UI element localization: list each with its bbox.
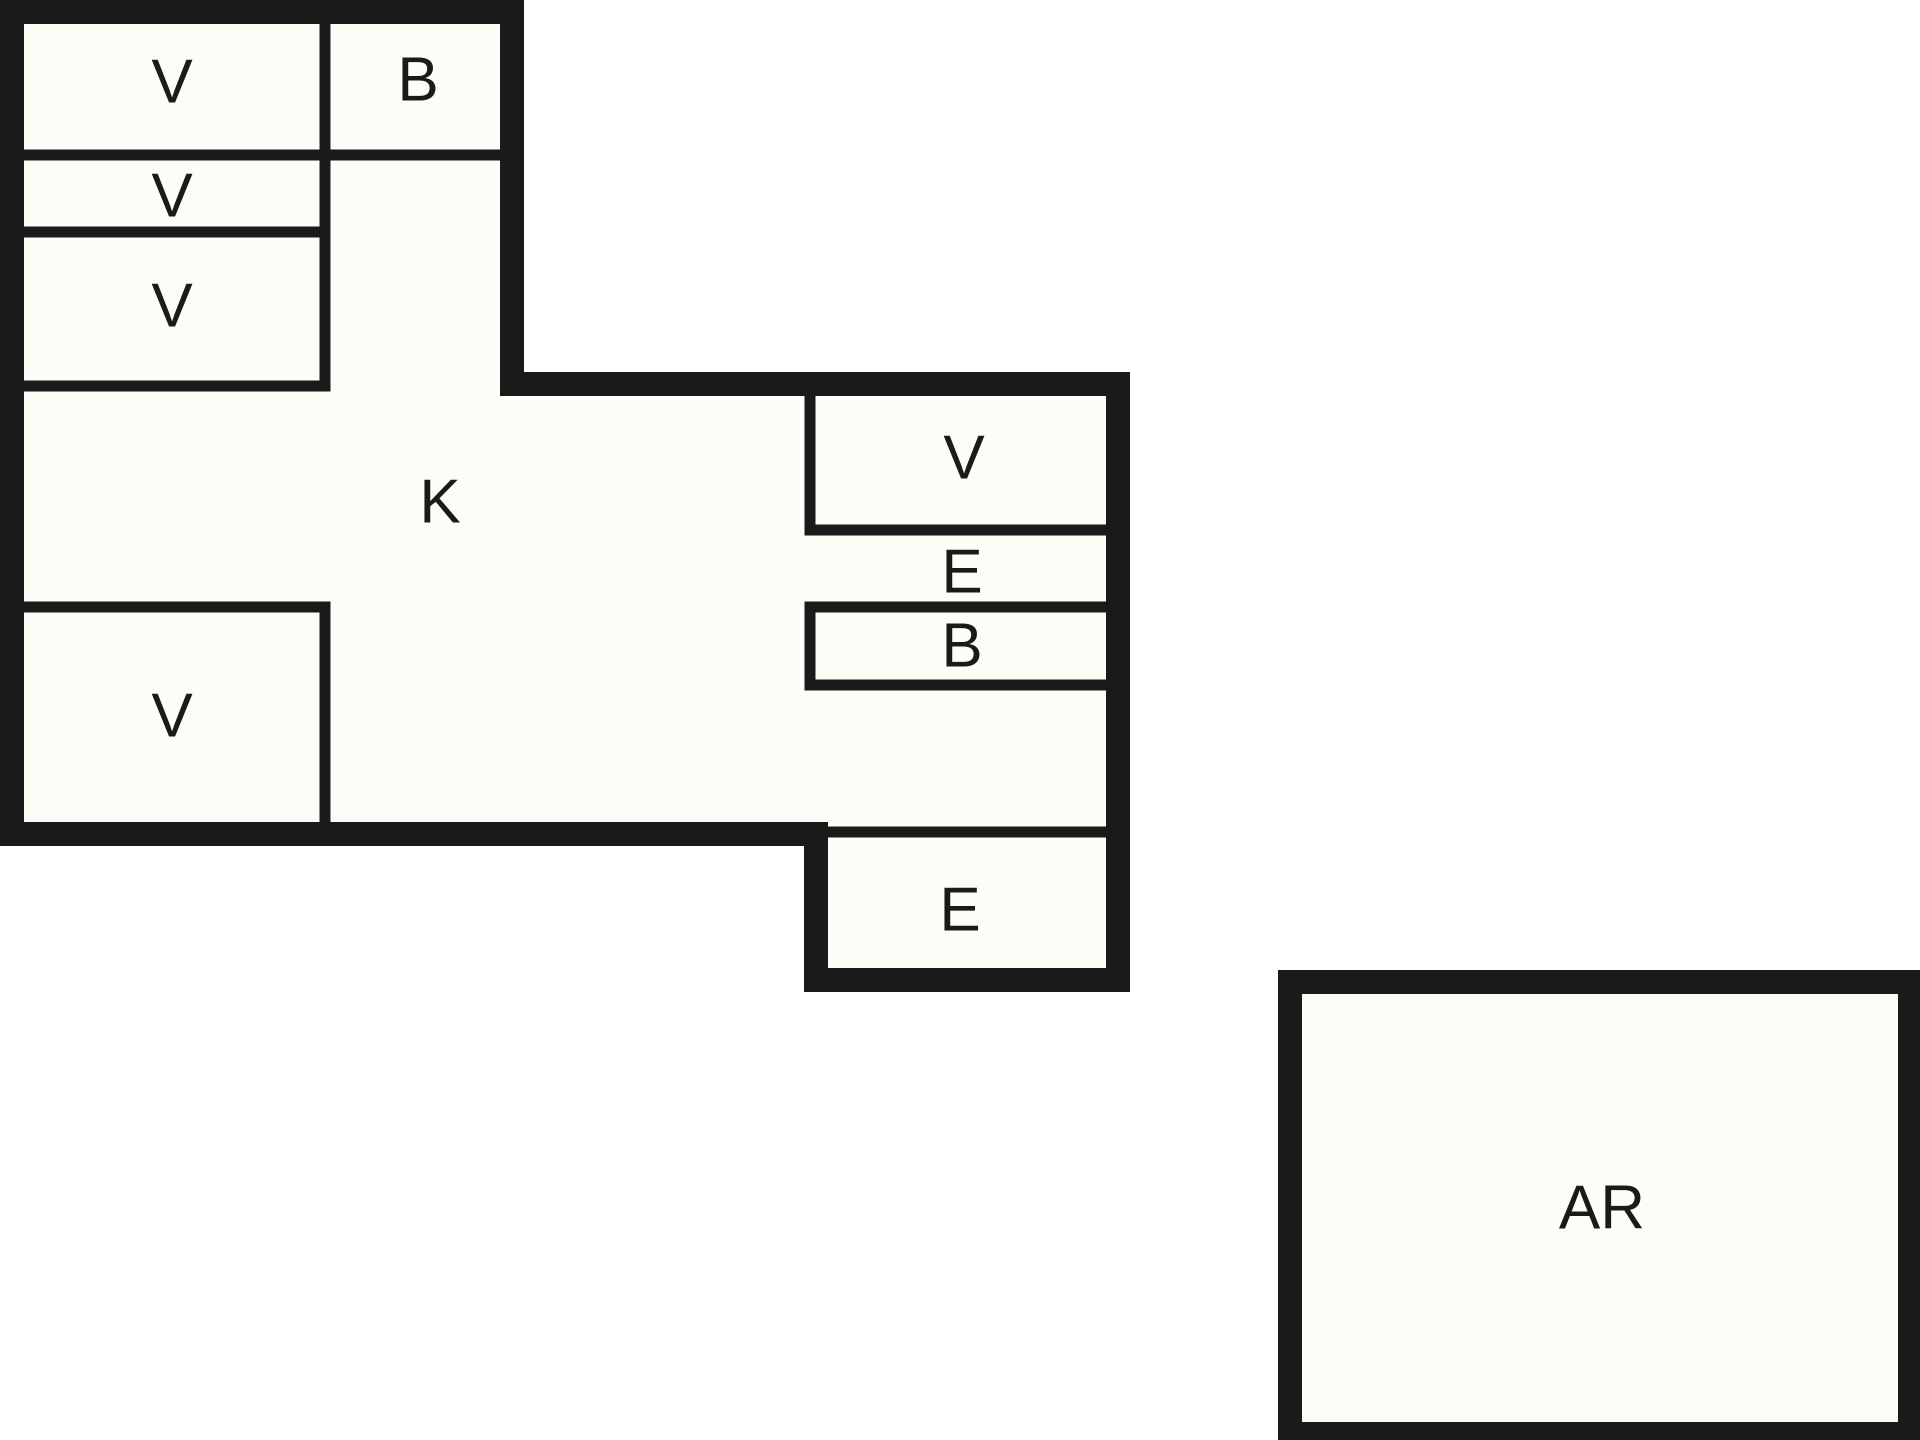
ar-building-outer-wall [1278, 970, 1920, 1440]
room-label-e-right: E [941, 538, 982, 607]
room-label-v-second: V [151, 162, 193, 231]
room-label-b-right: B [941, 612, 982, 681]
room-label-k-main: K [419, 468, 460, 537]
wall-b-right [804, 601, 1114, 691]
room-label-v-bottom-left: V [151, 682, 193, 751]
room-label-ar-separate: AR [1559, 1174, 1645, 1243]
interior-walls [6, 6, 1114, 840]
wall-bottom-left-v [6, 601, 331, 840]
room-label-v-third: V [151, 272, 193, 341]
room-label-v-top: V [151, 48, 193, 117]
room-label-v-right: V [943, 424, 985, 493]
room-label-e-bottom: E [939, 876, 980, 945]
room-labels: V B V V K V E B V E AR [151, 46, 1645, 1243]
main-building-outer-wall [0, 0, 1130, 992]
ar-building-fill [1290, 982, 1910, 1434]
wall-right-v [804, 384, 1114, 536]
room-label-b-top: B [397, 46, 438, 115]
main-building-fill [12, 0, 1118, 980]
